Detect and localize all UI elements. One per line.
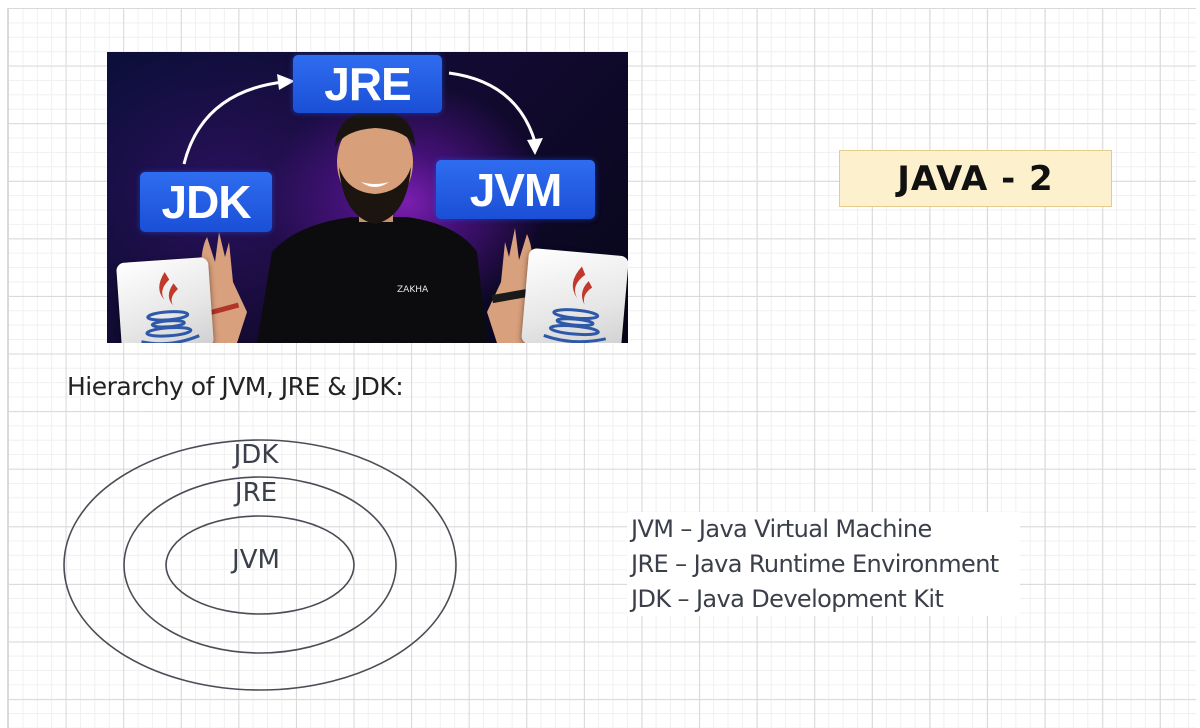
svg-text:ZAKHA: ZAKHA bbox=[397, 285, 429, 295]
flow-arrows bbox=[182, 71, 543, 165]
presenter-figure: ZAKHA bbox=[201, 110, 533, 343]
jvm-badge: JVM bbox=[436, 160, 595, 219]
acronym-legend: JVM – Java Virtual Machine JRE – Java Ru… bbox=[627, 512, 1020, 616]
legend-item-jre: JRE – Java Runtime Environment bbox=[631, 550, 999, 578]
page-title: JAVA - 2 bbox=[897, 158, 1054, 199]
legend-item-jvm: JVM – Java Virtual Machine bbox=[631, 515, 932, 543]
java-logo-icon bbox=[115, 256, 215, 343]
jre-ring-label: JRE bbox=[234, 478, 278, 508]
jre-badge: JRE bbox=[293, 55, 442, 113]
java-logo-icon bbox=[521, 247, 628, 343]
jvm-ring-label: JVM bbox=[232, 545, 280, 575]
section-heading: Hierarchy of JVM, JRE & JDK: bbox=[67, 372, 404, 401]
jdk-badge: JDK bbox=[140, 172, 272, 232]
page-title-box: JAVA - 2 bbox=[839, 150, 1112, 207]
legend-item-jdk: JDK – Java Development Kit bbox=[631, 585, 944, 613]
thumbnail-image[interactable]: ZAKHA JDK JRE JVM bbox=[107, 52, 628, 343]
jdk-ring-label: JDK bbox=[233, 440, 279, 470]
